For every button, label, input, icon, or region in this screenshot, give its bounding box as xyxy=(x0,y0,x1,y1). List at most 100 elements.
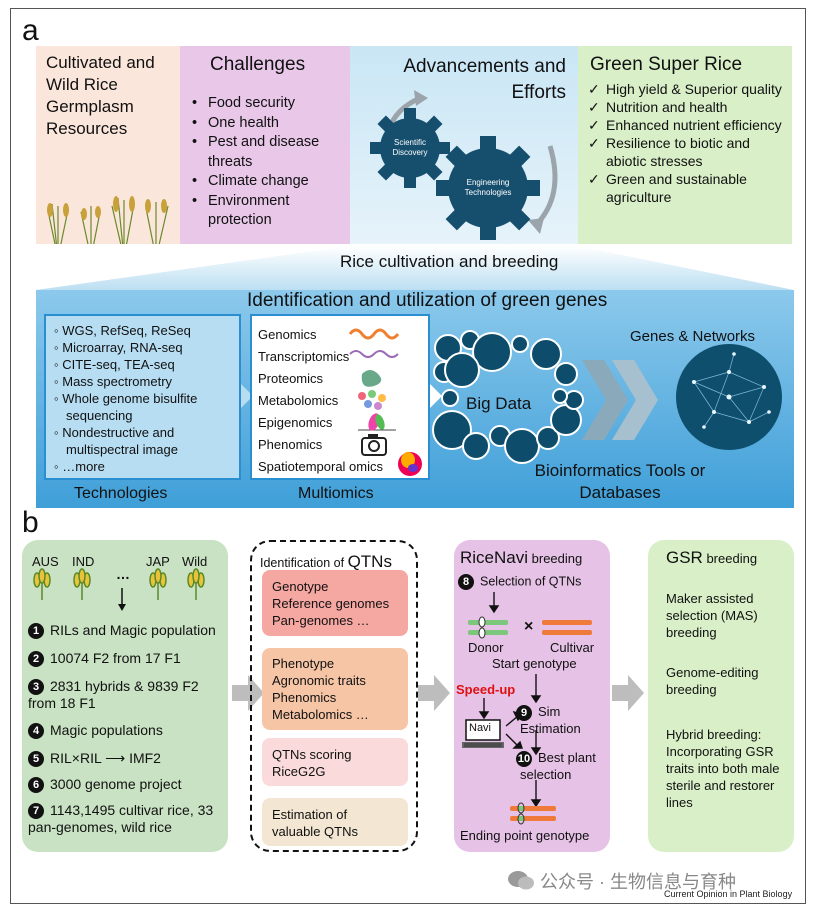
gsr-breeding-panel: GSR breeding Maker assisted selection (M… xyxy=(648,540,794,852)
challenges-box: Challenges Food security One health Pest… xyxy=(180,46,350,244)
big-data-bubble xyxy=(554,362,578,386)
tech-item: ◦ CITE-seq, TEA-seq xyxy=(54,357,175,372)
challenges-list: Food security One health Pest and diseas… xyxy=(190,94,345,231)
big-data-bubble xyxy=(441,389,459,407)
big-data-bubble xyxy=(552,388,568,404)
omics-item: Spatiotemporal omics xyxy=(258,459,383,474)
tech-item: ◦ Mass spectrometry xyxy=(54,374,173,389)
epigenome-icon xyxy=(358,413,396,431)
dna-icon xyxy=(348,328,400,340)
gsr-item: Resilience to biotic and abiotic stresse… xyxy=(588,134,788,170)
gears-graphic xyxy=(370,90,558,240)
germplasm-title: Cultivated and Wild Rice Germplasm Resou… xyxy=(46,53,155,138)
technologies-list: ◦ WGS, RefSeq, ReSeq ◦ Microarray, RNA-s… xyxy=(54,322,239,475)
big-data-bubble xyxy=(462,432,490,460)
gsr-breeding-item: Hybrid breeding: Incorporating GSR trait… xyxy=(666,727,780,810)
gsr-item: Enhanced nutrient efficiency xyxy=(588,116,788,134)
flow-arrow-1 xyxy=(232,675,264,711)
big-data-bubble xyxy=(444,352,480,388)
donor-chromosome-icon xyxy=(468,616,508,639)
group-aus: AUS xyxy=(32,554,59,569)
panel-a-label: a xyxy=(22,14,39,47)
rna-icon xyxy=(349,350,399,358)
tech-item: ◦ Whole genome bisulfite sequencing xyxy=(54,391,198,423)
cross-symbol: × xyxy=(524,618,534,635)
challenge-item: Food security xyxy=(190,94,345,114)
omics-item: Transcriptomics xyxy=(258,349,350,364)
tech-item: ◦ WGS, RefSeq, ReSeq xyxy=(54,323,191,338)
challenge-item: Environment protection xyxy=(190,192,345,231)
gsr-item: High yield & Superior quality xyxy=(588,80,788,98)
technologies-label: Technologies xyxy=(74,485,168,502)
flow-arrow-2 xyxy=(418,675,450,711)
group-wild: Wild xyxy=(182,554,208,569)
gear-small-icon xyxy=(370,108,450,188)
tech-item: ◦ Nondestructive and multispectral image xyxy=(54,425,178,457)
ricenavi-flow xyxy=(462,592,592,825)
computer-icon xyxy=(462,719,504,748)
omics-item: Proteomics xyxy=(258,371,324,386)
big-data-bubble xyxy=(504,428,540,464)
bioinfo-label: Bioinformatics Tools or Databases xyxy=(534,461,706,502)
wechat-icon xyxy=(508,871,534,890)
ending-genotype-label: Ending point genotype xyxy=(460,828,590,843)
challenges-title: Challenges xyxy=(210,54,306,75)
rice-plants-icon xyxy=(47,196,169,244)
camera-icon xyxy=(361,434,387,456)
multiomics-label: Multiomics xyxy=(298,485,374,502)
navi-label: Navi xyxy=(469,722,492,734)
advancements-box: Advancements and Efforts Scientific Di xyxy=(350,46,578,244)
gsr-item: Green and sustainable agriculture xyxy=(588,170,788,206)
tech-item: ◦ …more xyxy=(54,459,105,474)
start-genotype-label: Start genotype xyxy=(492,656,577,671)
group-jap: JAP xyxy=(146,554,170,569)
credit-text: Current Opinion in Plant Biology xyxy=(664,889,793,899)
flow-arrow-3 xyxy=(612,675,644,711)
ending-chromosome-icon xyxy=(510,802,556,825)
ricenavi-title: RiceNavi breeding xyxy=(460,548,583,567)
gsr-item: Nutrition and health xyxy=(588,98,788,116)
germplasm-box: Cultivated and Wild Rice Germplasm Resou… xyxy=(36,46,180,244)
gsr-breeding-item: Genome-editing breeding xyxy=(666,665,759,697)
gsr-breeding-title: GSR breeding xyxy=(666,548,758,567)
tech-item: ◦ Microarray, RNA-seq xyxy=(54,340,183,355)
gene-network-icon xyxy=(676,344,782,450)
figure-frame xyxy=(10,8,806,904)
gsr-list: High yield & Superior quality Nutrition … xyxy=(588,80,788,206)
chevron-arrows-icon xyxy=(582,360,658,440)
protein-icon xyxy=(361,370,382,387)
group-ind: IND xyxy=(72,554,95,569)
spatial-icon xyxy=(398,452,422,476)
technologies-box: ◦ WGS, RefSeq, ReSeq ◦ Microarray, RNA-s… xyxy=(44,314,241,480)
omics-icons xyxy=(348,328,422,476)
challenge-item: One health xyxy=(190,114,345,134)
gsr-box: Green Super Rice High yield & Superior q… xyxy=(578,46,792,244)
identification-title: Identification and utilization of green … xyxy=(247,290,608,311)
gsr-breeding-item: Maker assisted selection (MAS) breeding xyxy=(666,591,758,640)
cultivar-chromosome-icon xyxy=(542,620,592,635)
rice-panicle-icons xyxy=(33,568,205,611)
big-data-bubble xyxy=(511,335,529,353)
genes-networks-label: Genes & Networks xyxy=(630,328,756,345)
gear-small-label: Scientific Discovery xyxy=(392,138,428,157)
omics-item: Genomics xyxy=(258,327,317,342)
multiomics-arrow xyxy=(430,384,442,408)
group-ellipsis: … xyxy=(116,566,130,582)
qtn-title: Identification of QTNs xyxy=(260,552,392,571)
challenge-item: Pest and disease threats xyxy=(190,133,345,172)
donor-label: Donor xyxy=(468,640,504,655)
cultivar-label: Cultivar xyxy=(550,640,595,655)
omics-item: Metabolomics xyxy=(258,393,339,408)
